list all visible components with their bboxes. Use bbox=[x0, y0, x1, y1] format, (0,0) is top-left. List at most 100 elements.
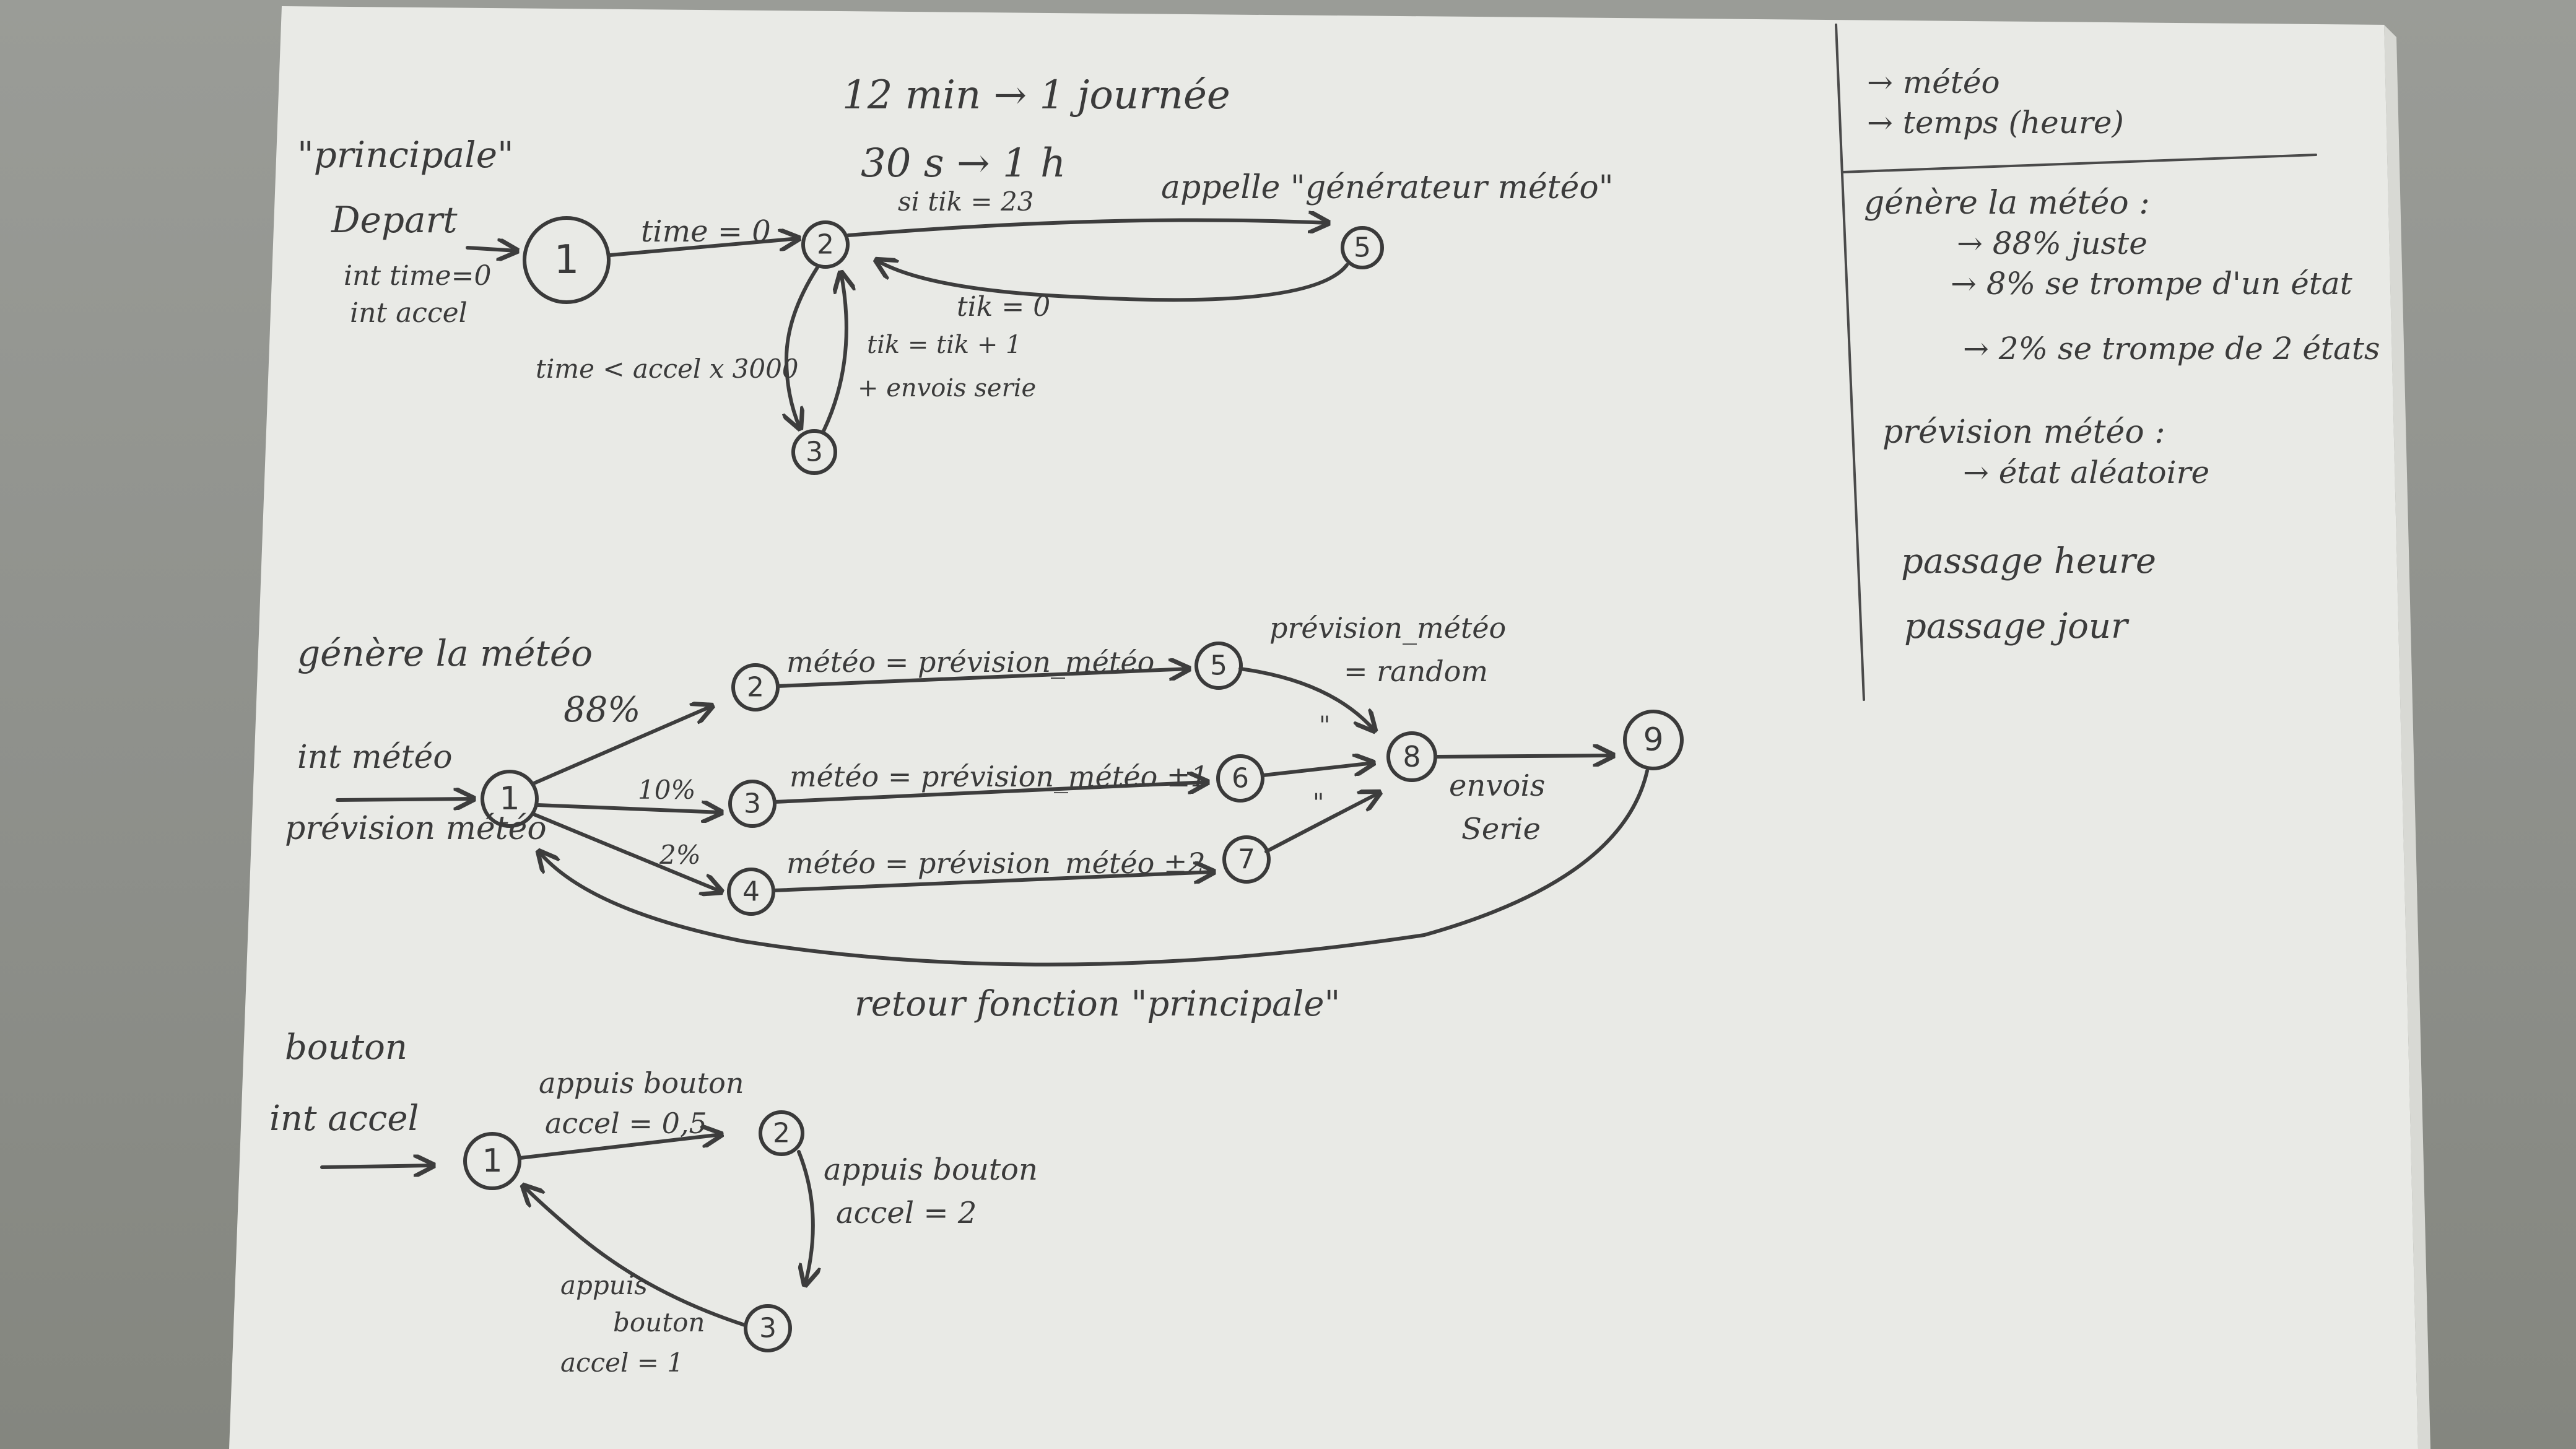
meteo-start-arrow bbox=[336, 799, 474, 800]
meteo-ditto-6: " bbox=[1319, 711, 1330, 740]
bouton-node-1-label: 1 bbox=[482, 1142, 502, 1180]
meteo-node-8-label: 8 bbox=[1403, 740, 1421, 773]
sidebar-divider bbox=[1835, 24, 1865, 701]
bouton-edge-2-3-label-1: appuis bouton bbox=[824, 1152, 1038, 1187]
principale-start-arrow bbox=[466, 248, 517, 251]
bouton-edge-1-2 bbox=[518, 1134, 721, 1160]
meteo-title: génère la météo bbox=[297, 632, 593, 674]
principale-node-5-label: 5 bbox=[1354, 232, 1371, 264]
principale-node-1 bbox=[523, 216, 611, 304]
meteo-node-1 bbox=[481, 770, 539, 828]
sidebar-underline bbox=[1841, 154, 2317, 173]
meteo-edge-5-8 bbox=[1238, 667, 1375, 731]
meteo-node-9 bbox=[1623, 710, 1684, 770]
bouton-node-3-label: 3 bbox=[759, 1313, 777, 1344]
principale-edge-3-2-label-2: + envois serie bbox=[858, 374, 1036, 402]
meteo-edge-3-6-label: météo = prévision_météo ±1 bbox=[790, 760, 1209, 793]
meteo-edge-1-4 bbox=[532, 812, 721, 892]
bouton-node-2-label: 2 bbox=[773, 1118, 790, 1149]
meteo-edge-2-5 bbox=[776, 669, 1189, 688]
principale-edge-1-2-label: time = 0 bbox=[641, 214, 771, 249]
sidebar-forecast-item: → état aléatoire bbox=[1963, 455, 2209, 490]
meteo-edge-5-8-label-2: = random bbox=[1344, 655, 1488, 688]
sidebar-generates-item-2: → 8% se trompe d'un état bbox=[1951, 266, 2353, 302]
meteo-edge-4-7-label: météo = prévision_météo ±2 bbox=[786, 846, 1206, 880]
bouton-edge-3-1 bbox=[523, 1186, 747, 1327]
meteo-edge-8-9-label-1: envois bbox=[1449, 768, 1545, 803]
principale-edge-2-3 bbox=[786, 266, 819, 429]
meteo-node-6-label: 6 bbox=[1232, 763, 1249, 794]
sidebar-generates-item-1: → 88% juste bbox=[1957, 225, 2147, 261]
meteo-node-2-label: 2 bbox=[747, 672, 764, 703]
meteo-edge-1-3 bbox=[536, 805, 721, 812]
meteo-edge-3-6 bbox=[773, 782, 1208, 804]
bouton-edge-3-1-label-3: accel = 1 bbox=[560, 1347, 684, 1378]
meteo-edge-4-7 bbox=[772, 872, 1214, 892]
principale-node-2 bbox=[801, 220, 850, 269]
bouton-title: bouton bbox=[285, 1027, 407, 1068]
meteo-node-5 bbox=[1194, 642, 1243, 690]
sidebar-generates-title: génère la météo : bbox=[1864, 185, 2150, 222]
bouton-node-1 bbox=[463, 1132, 521, 1190]
meteo-edge-1-2 bbox=[532, 706, 712, 785]
meteo-ditto-7: " bbox=[1313, 789, 1324, 817]
principale-var-time: int time=0 bbox=[344, 260, 491, 292]
principale-edge-1-2 bbox=[608, 238, 799, 257]
meteo-var-1: int météo bbox=[297, 739, 453, 776]
principale-var-accel: int accel bbox=[350, 297, 468, 329]
principale-edge-2-3-label: time < accel x 3000 bbox=[536, 354, 799, 384]
meteo-prob-10: 10% bbox=[638, 775, 695, 805]
bouton-var: int accel bbox=[269, 1099, 419, 1139]
meteo-return-label: retour fonction "principale" bbox=[855, 984, 1340, 1024]
paper-sheet bbox=[229, 6, 2418, 1449]
bouton-node-2 bbox=[759, 1110, 804, 1156]
principale-node-2-label: 2 bbox=[817, 229, 834, 261]
principale-edge-2-5 bbox=[846, 220, 1328, 237]
meteo-node-3-label: 3 bbox=[744, 788, 761, 820]
meteo-edge-8-9-label-2: Serie bbox=[1461, 812, 1541, 846]
principale-edge-2-5-cond: si tik = 23 bbox=[898, 186, 1033, 217]
meteo-node-9-label: 9 bbox=[1643, 721, 1663, 759]
principale-node-3-label: 3 bbox=[806, 437, 823, 468]
meteo-node-1-label: 1 bbox=[499, 780, 520, 817]
principale-start-label: Depart bbox=[331, 199, 458, 241]
sidebar-generates-item-3: → 2% se trompe de 2 états bbox=[1963, 331, 2380, 367]
bouton-edge-1-2-label-1: appuis bouton bbox=[539, 1066, 744, 1100]
principale-edge-3-2 bbox=[822, 272, 846, 433]
header-line2: 30 s → 1 h bbox=[861, 141, 1066, 186]
meteo-prob-88: 88% bbox=[564, 690, 640, 730]
meteo-var-2: prévision météo bbox=[285, 810, 547, 847]
meteo-return-edge bbox=[539, 769, 1649, 967]
meteo-node-3 bbox=[728, 780, 777, 828]
bouton-edge-3-1-label-2: bouton bbox=[613, 1307, 705, 1338]
principale-title: "principale" bbox=[297, 134, 514, 176]
meteo-node-7 bbox=[1222, 835, 1271, 884]
sidebar-passage-jour: passage jour bbox=[1904, 606, 2130, 646]
bouton-start-arrow bbox=[320, 1165, 433, 1167]
bouton-edge-1-2-label-2: accel = 0,5 bbox=[545, 1107, 707, 1140]
meteo-node-5-label: 5 bbox=[1210, 650, 1227, 682]
principale-edge-2-5-action: appelle "générateur météo" bbox=[1161, 169, 1614, 206]
meteo-edge-7-8 bbox=[1264, 793, 1380, 853]
paper-edge bbox=[2384, 25, 2430, 1449]
principale-node-3 bbox=[791, 429, 837, 475]
principale-edge-5-2-label: tik = 0 bbox=[957, 291, 1050, 323]
bouton-edge-2-3 bbox=[797, 1150, 813, 1285]
meteo-node-4-label: 4 bbox=[742, 876, 760, 908]
sidebar-forecast-title: prévision météo : bbox=[1882, 414, 2165, 451]
meteo-edge-5-8-label-1: prévision_météo bbox=[1269, 611, 1506, 645]
bouton-edge-3-1-label-1: appuis bbox=[560, 1270, 648, 1300]
sidebar-item-time: → temps (heure) bbox=[1867, 105, 2124, 141]
sidebar-passage-heure: passage heure bbox=[1901, 541, 2156, 581]
meteo-edge-2-5-label: météo = prévision_météo bbox=[786, 645, 1154, 679]
meteo-edge-8-9 bbox=[1435, 755, 1613, 757]
meteo-prob-2: 2% bbox=[659, 840, 701, 870]
principale-edge-3-2-label-1: tik = tik + 1 bbox=[867, 331, 1022, 359]
bouton-edge-2-3-label-2: accel = 2 bbox=[836, 1196, 977, 1230]
principale-edge-5-2 bbox=[876, 260, 1349, 302]
principale-node-1-label: 1 bbox=[554, 237, 580, 283]
meteo-node-6 bbox=[1216, 754, 1264, 803]
sidebar-item-meteo: → météo bbox=[1867, 64, 2000, 100]
bouton-node-3 bbox=[744, 1304, 792, 1352]
